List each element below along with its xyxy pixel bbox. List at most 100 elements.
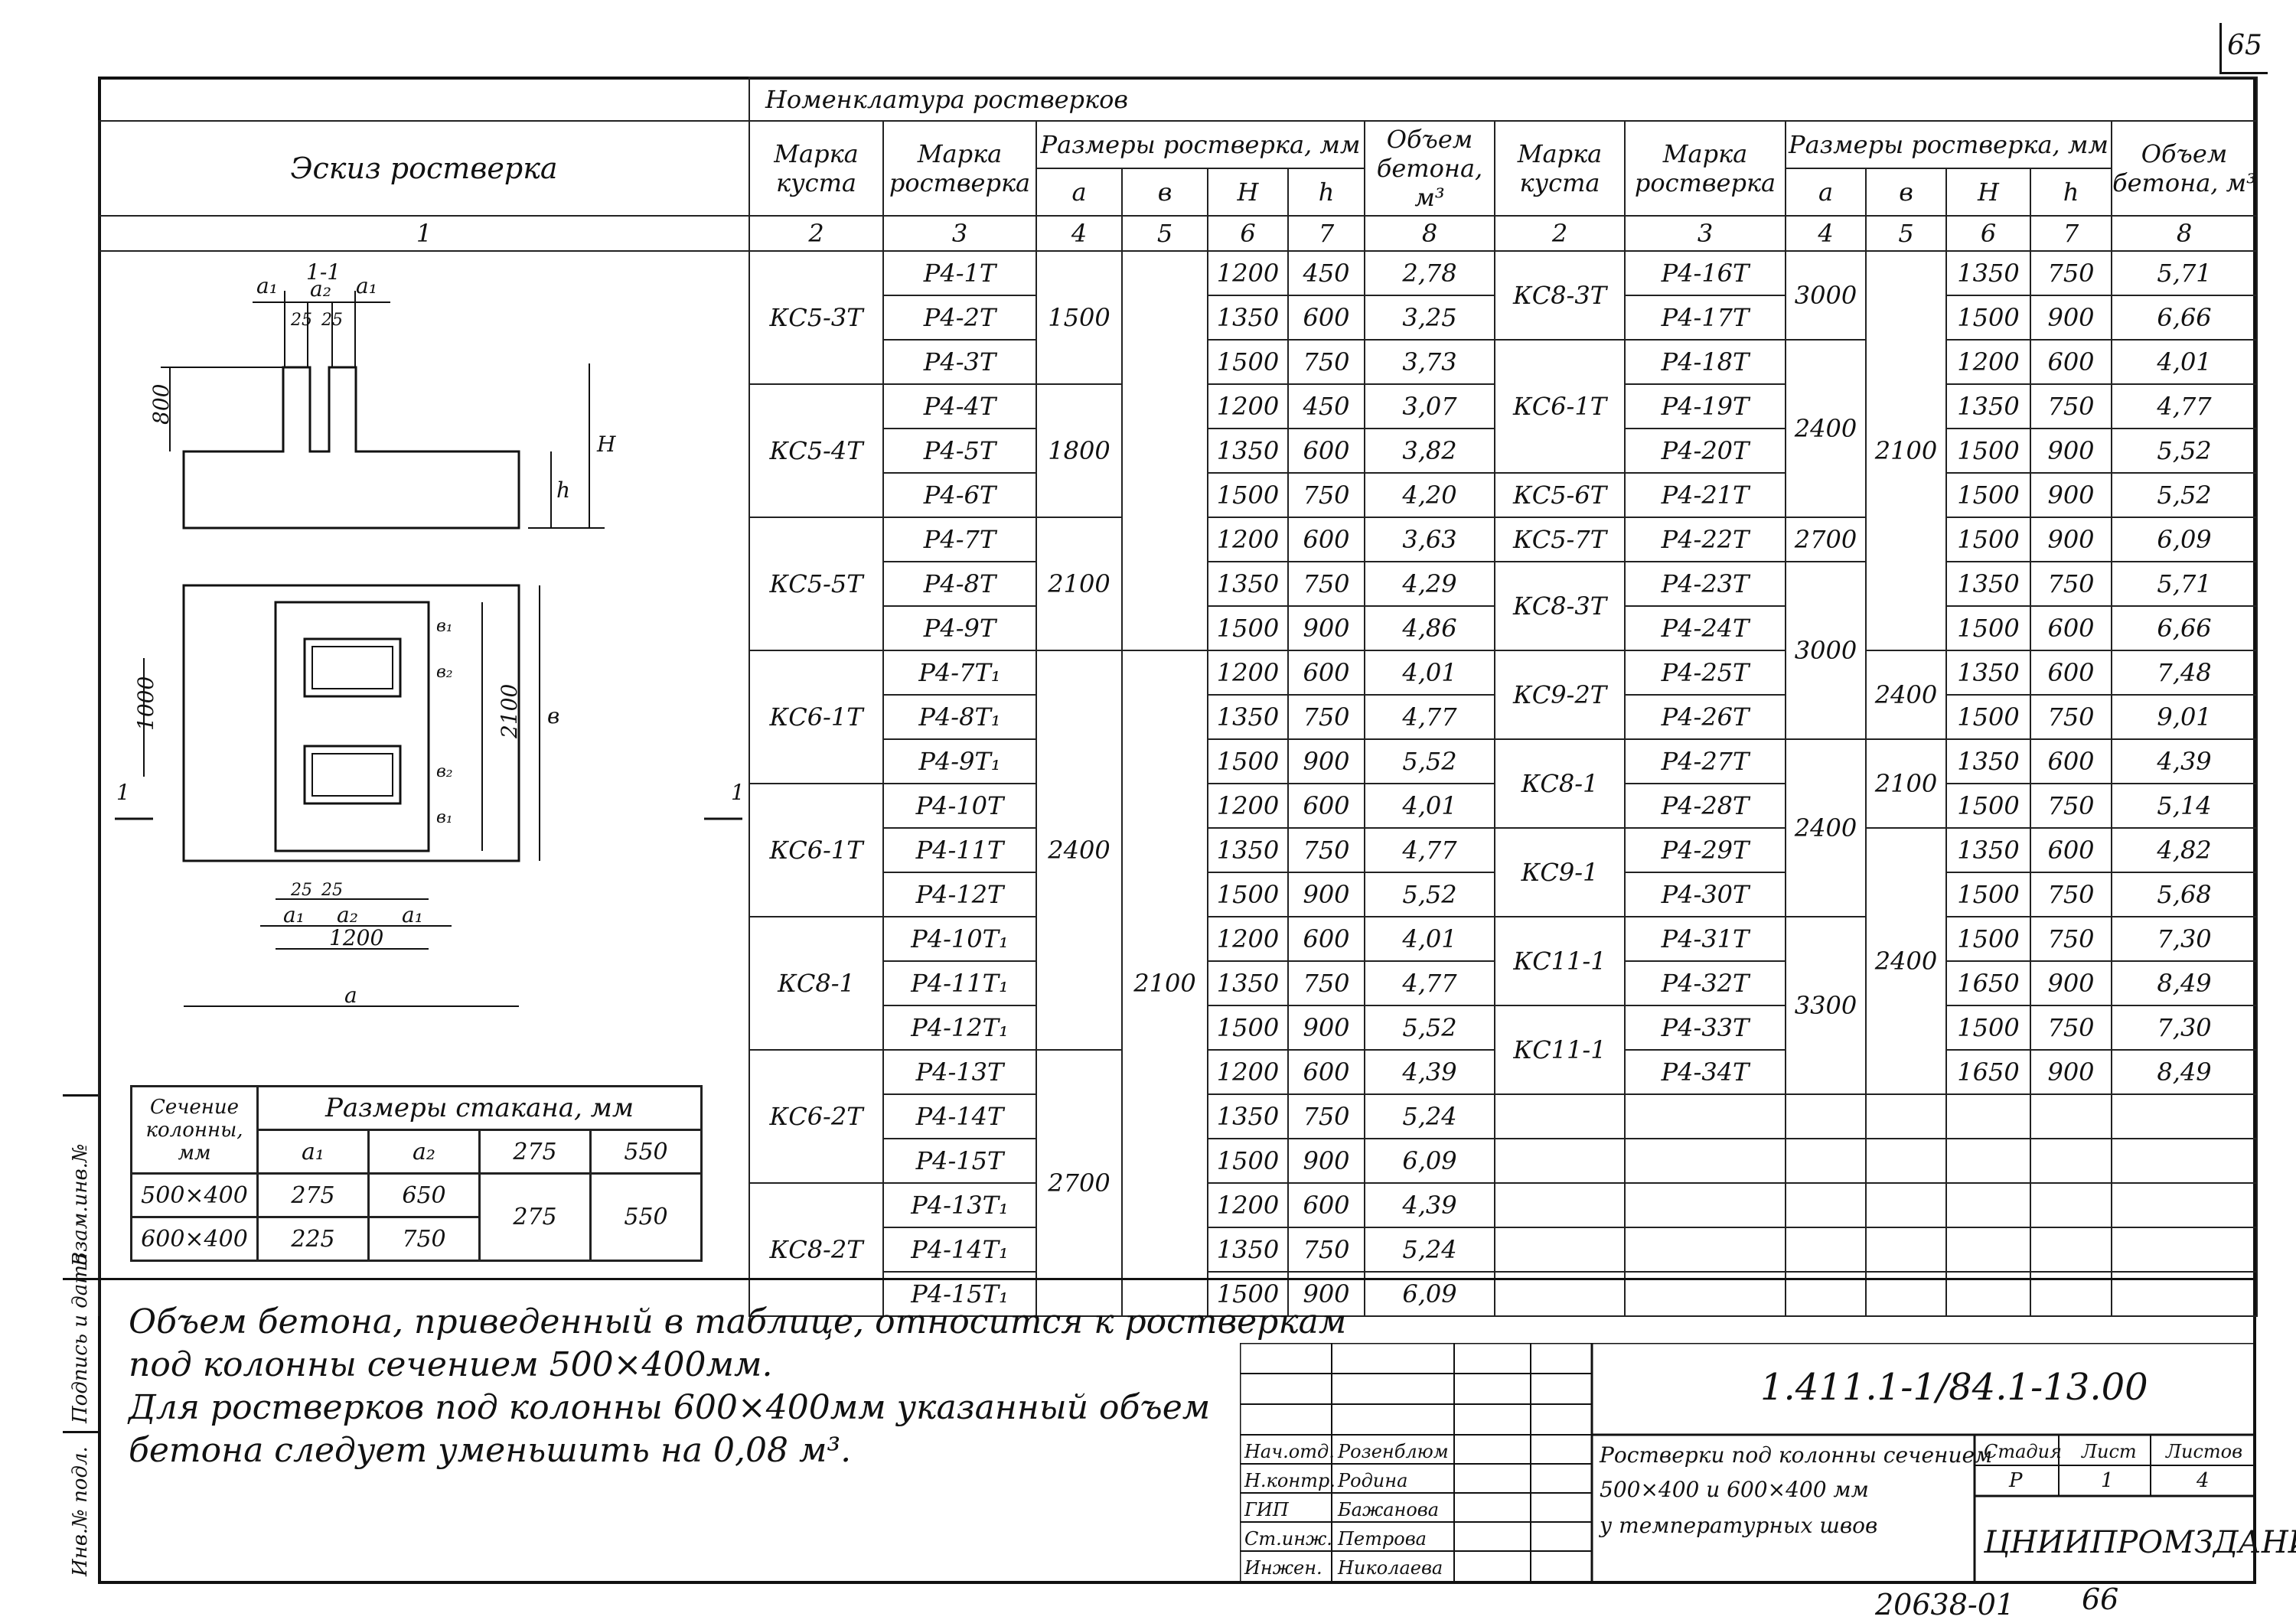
empty-cell xyxy=(1785,1227,1867,1273)
volume-right: 6,09 xyxy=(2110,517,2258,562)
volume: 4,20 xyxy=(1364,472,1495,518)
empty-cell xyxy=(1945,1182,2031,1228)
dim-a: 1800 xyxy=(1035,383,1123,518)
empty-cell xyxy=(1624,1182,1786,1228)
dim-H: 1500 xyxy=(1207,1005,1289,1051)
header-bush-mark-left: Марка куста xyxy=(748,120,884,217)
volume-right: 7,30 xyxy=(2110,1005,2258,1051)
dim-H: 1200 xyxy=(1207,1049,1289,1095)
column-number: 5 xyxy=(1121,215,1208,252)
table-title: Номенклатура ростверков xyxy=(748,77,2258,122)
dim-800: 800 xyxy=(148,384,174,425)
bush-mark: КС5-5Т xyxy=(748,517,884,651)
glass-h-b1: 275 xyxy=(478,1129,592,1175)
empty-cell xyxy=(2030,1182,2112,1228)
bush-mark-right: КС9-1 xyxy=(1494,827,1626,917)
doc-desc-1: Ростверки под колонны сечением xyxy=(1600,1442,1993,1468)
dim-h: 600 xyxy=(1287,783,1365,829)
grill-mark: Р4-11Т xyxy=(882,827,1037,873)
column-number: 5 xyxy=(1865,215,1947,252)
dim-h-right: 900 xyxy=(2030,960,2112,1006)
header-H-right: H xyxy=(1945,168,2031,217)
dim-25-plan-l: 25 xyxy=(290,881,312,900)
dim-b-right: 2100 xyxy=(1865,738,1947,829)
dim-H-right: 1500 xyxy=(1945,605,2031,651)
cut-label-right: 1 xyxy=(731,780,745,805)
dim-h-right: 600 xyxy=(2030,738,2112,784)
dim-h: 600 xyxy=(1287,295,1365,341)
volume: 4,77 xyxy=(1364,960,1495,1006)
volume: 6,09 xyxy=(1364,1138,1495,1184)
dim-b1-top: в₁ xyxy=(436,617,453,636)
bottom-code: 20638-01 xyxy=(1875,1588,2015,1621)
sheet-header: Лист xyxy=(2082,1441,2137,1462)
header-b-left: в xyxy=(1121,168,1208,217)
signer-role: Нач.отд. xyxy=(1244,1441,1335,1462)
empty-cell xyxy=(1494,1138,1626,1184)
dim-h-right: 900 xyxy=(2030,295,2112,341)
bush-mark-right: КС9-2Т xyxy=(1494,650,1626,740)
dim-h: 600 xyxy=(1287,428,1365,474)
dim-a-right: 3000 xyxy=(1785,561,1867,740)
dim-25-right: 25 xyxy=(321,311,343,330)
empty-cell xyxy=(1624,1093,1786,1139)
dim-b-right: 2100 xyxy=(1865,250,1947,651)
glass-table: Сечение колонны, мм Размеры стакана, мм … xyxy=(130,1085,703,1262)
dim-h: 900 xyxy=(1287,872,1365,917)
volume: 5,52 xyxy=(1364,1005,1495,1051)
dim-H: 1200 xyxy=(1207,783,1289,829)
bush-mark-right: КС8-3Т xyxy=(1494,561,1626,651)
dim-a: 2100 xyxy=(1035,517,1123,651)
header-a-left: a xyxy=(1035,168,1123,217)
grill-mark: Р4-10Т xyxy=(882,783,1037,829)
grill-mark-right: Р4-30Т xyxy=(1624,872,1786,917)
grill-mark-right: Р4-31Т xyxy=(1624,916,1786,962)
bush-mark: КС6-1Т xyxy=(748,783,884,917)
dim-H: 1200 xyxy=(1207,916,1289,962)
dim-H-right: 1350 xyxy=(1945,738,2031,784)
grill-mark: Р4-7Т₁ xyxy=(882,650,1037,696)
empty-cell xyxy=(1785,1093,1867,1139)
volume: 4,77 xyxy=(1364,694,1495,740)
volume-right: 7,48 xyxy=(2110,650,2258,696)
dim-h: 750 xyxy=(1287,694,1365,740)
dim-h-right: 750 xyxy=(2030,872,2112,917)
grill-mark: Р4-2Т xyxy=(882,295,1037,341)
header-b-right: в xyxy=(1865,168,1947,217)
sketch-drawing: 1-1 a₁ a₂ a₁ 25 25 800 H h 1000 2100 в в… xyxy=(115,259,745,1008)
grill-mark: Р4-11Т₁ xyxy=(882,960,1037,1006)
grill-mark: Р4-14Т₁ xyxy=(882,1227,1037,1273)
dim-a1-top-right: a₁ xyxy=(356,273,377,298)
signer-name: Петрова xyxy=(1338,1528,1427,1550)
title-block: 1.411.1-1/84.1-13.00 Ростверки под колон… xyxy=(1240,1343,2296,1584)
dim-h-right: 750 xyxy=(2030,916,2112,962)
glass-dims-header: Размеры стакана, мм xyxy=(256,1085,703,1131)
empty-cell xyxy=(1865,1182,1947,1228)
grill-mark: Р4-9Т xyxy=(882,605,1037,651)
dim-h: 750 xyxy=(1287,339,1365,385)
grill-mark: Р4-9Т₁ xyxy=(882,738,1037,784)
dim-h: 750 xyxy=(1287,472,1365,518)
dim-b-right: 2400 xyxy=(1865,650,1947,740)
volume: 4,77 xyxy=(1364,827,1495,873)
empty-cell xyxy=(1624,1227,1786,1273)
grill-mark: Р4-12Т₁ xyxy=(882,1005,1037,1051)
glass-col-header: Сечение колонны, мм xyxy=(130,1085,259,1175)
volume-right: 9,01 xyxy=(2110,694,2258,740)
volume: 5,24 xyxy=(1364,1227,1495,1273)
grill-mark-right: Р4-22Т xyxy=(1624,517,1786,562)
bottom-page: 66 xyxy=(2082,1582,2119,1616)
grill-mark-right: Р4-26Т xyxy=(1624,694,1786,740)
empty-cell xyxy=(1865,1093,1947,1139)
dim-a: 2700 xyxy=(1035,1049,1123,1317)
note-line: бетона следует уменьшить на 0,08 м³. xyxy=(129,1431,852,1470)
dim-h: 600 xyxy=(1287,1182,1365,1228)
dim-H: 1350 xyxy=(1207,428,1289,474)
dim-H-right: 1350 xyxy=(1945,650,2031,696)
dim-h-right: 600 xyxy=(2030,827,2112,873)
